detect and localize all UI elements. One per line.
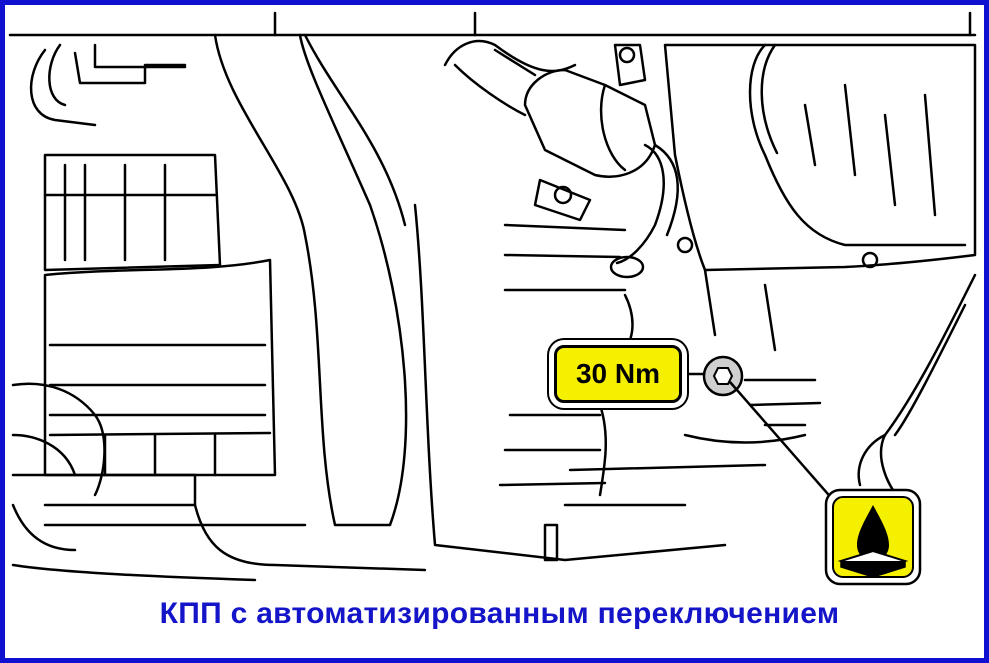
transmission-drawing bbox=[8, 11, 977, 586]
oil-drop-icon bbox=[824, 488, 922, 586]
torque-badge: 30 Nm bbox=[554, 345, 682, 403]
figure-caption: КПП с автоматизированным переключением bbox=[159, 597, 840, 630]
